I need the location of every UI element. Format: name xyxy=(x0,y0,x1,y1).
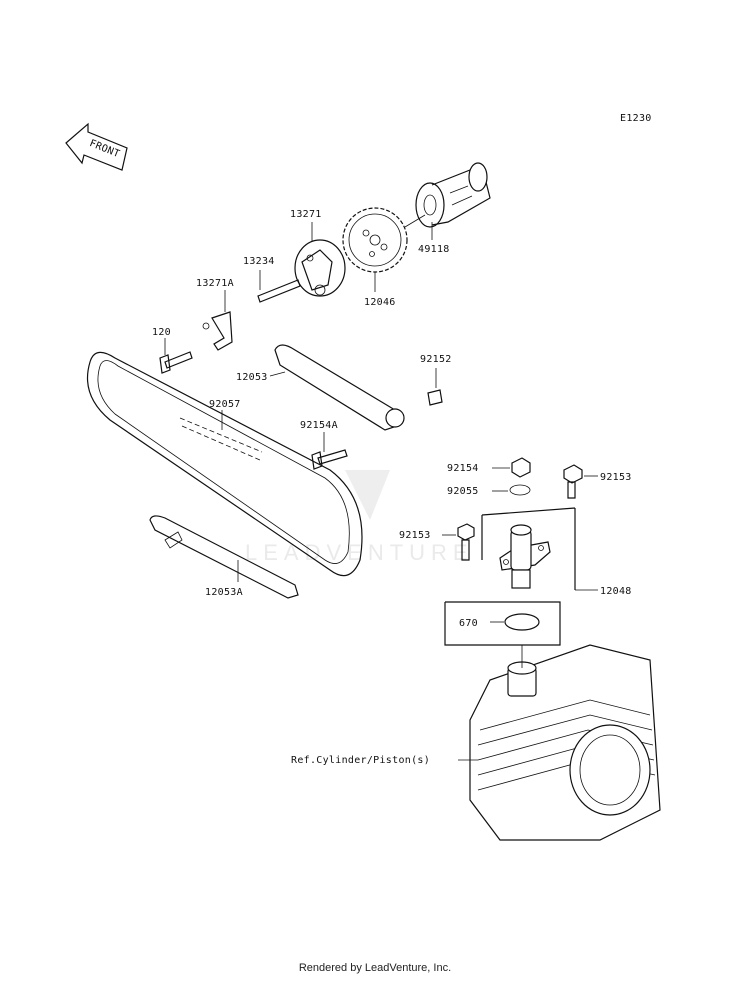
label-120: 120 xyxy=(152,327,171,338)
watermark: LEADVENTURE xyxy=(245,470,474,565)
label-92154A: 92154A xyxy=(300,420,338,431)
chain-guide-12053 xyxy=(274,344,405,431)
bolt-92152 xyxy=(427,389,443,406)
cam-chain-92057 xyxy=(86,351,363,577)
footer-credit: Rendered by LeadVenture, Inc. xyxy=(298,962,452,974)
label-670: 670 xyxy=(459,618,478,629)
label-13271A: 13271A xyxy=(196,278,234,289)
bracket-13271A xyxy=(202,311,233,351)
pin-13234 xyxy=(257,279,301,303)
label-92154: 92154 xyxy=(447,463,479,474)
label-92153-right: 92153 xyxy=(600,472,632,483)
front-label: FRONT xyxy=(88,138,121,160)
label-ref-cylinder: Ref.Cylinder/Piston(s) xyxy=(291,755,430,766)
bolt-92154A xyxy=(311,449,348,470)
watermark-text: LEADVENTURE xyxy=(245,540,474,565)
label-12046: 12046 xyxy=(364,297,396,308)
gasket-92055 xyxy=(509,484,531,496)
label-13271: 13271 xyxy=(290,209,322,220)
nut-92154 xyxy=(511,457,531,478)
label-92152: 92152 xyxy=(420,354,452,365)
label-92057: 92057 xyxy=(209,399,241,410)
o-ring-670 xyxy=(444,601,561,646)
tensioner-12048 xyxy=(481,507,576,590)
label-92055: 92055 xyxy=(447,486,479,497)
label-13234: 13234 xyxy=(243,256,275,267)
label-49118: 49118 xyxy=(418,244,450,255)
cylinder-block xyxy=(469,644,661,841)
cam-sprocket-12046 xyxy=(342,207,408,273)
bolt-120 xyxy=(159,351,193,374)
diagram-code: E1230 xyxy=(620,113,652,124)
front-arrow-icon: FRONT xyxy=(65,122,128,171)
label-12053A: 12053A xyxy=(205,587,243,598)
bolt-92153-left xyxy=(457,523,475,561)
bolt-92153-right xyxy=(563,464,583,499)
chain-guide-12053A xyxy=(149,515,299,599)
label-12053: 12053 xyxy=(236,372,268,383)
label-12048: 12048 xyxy=(600,586,632,597)
decompression-weight-13271 xyxy=(294,239,346,297)
camshaft-49118 xyxy=(415,162,491,228)
label-92153-left: 92153 xyxy=(399,530,431,541)
